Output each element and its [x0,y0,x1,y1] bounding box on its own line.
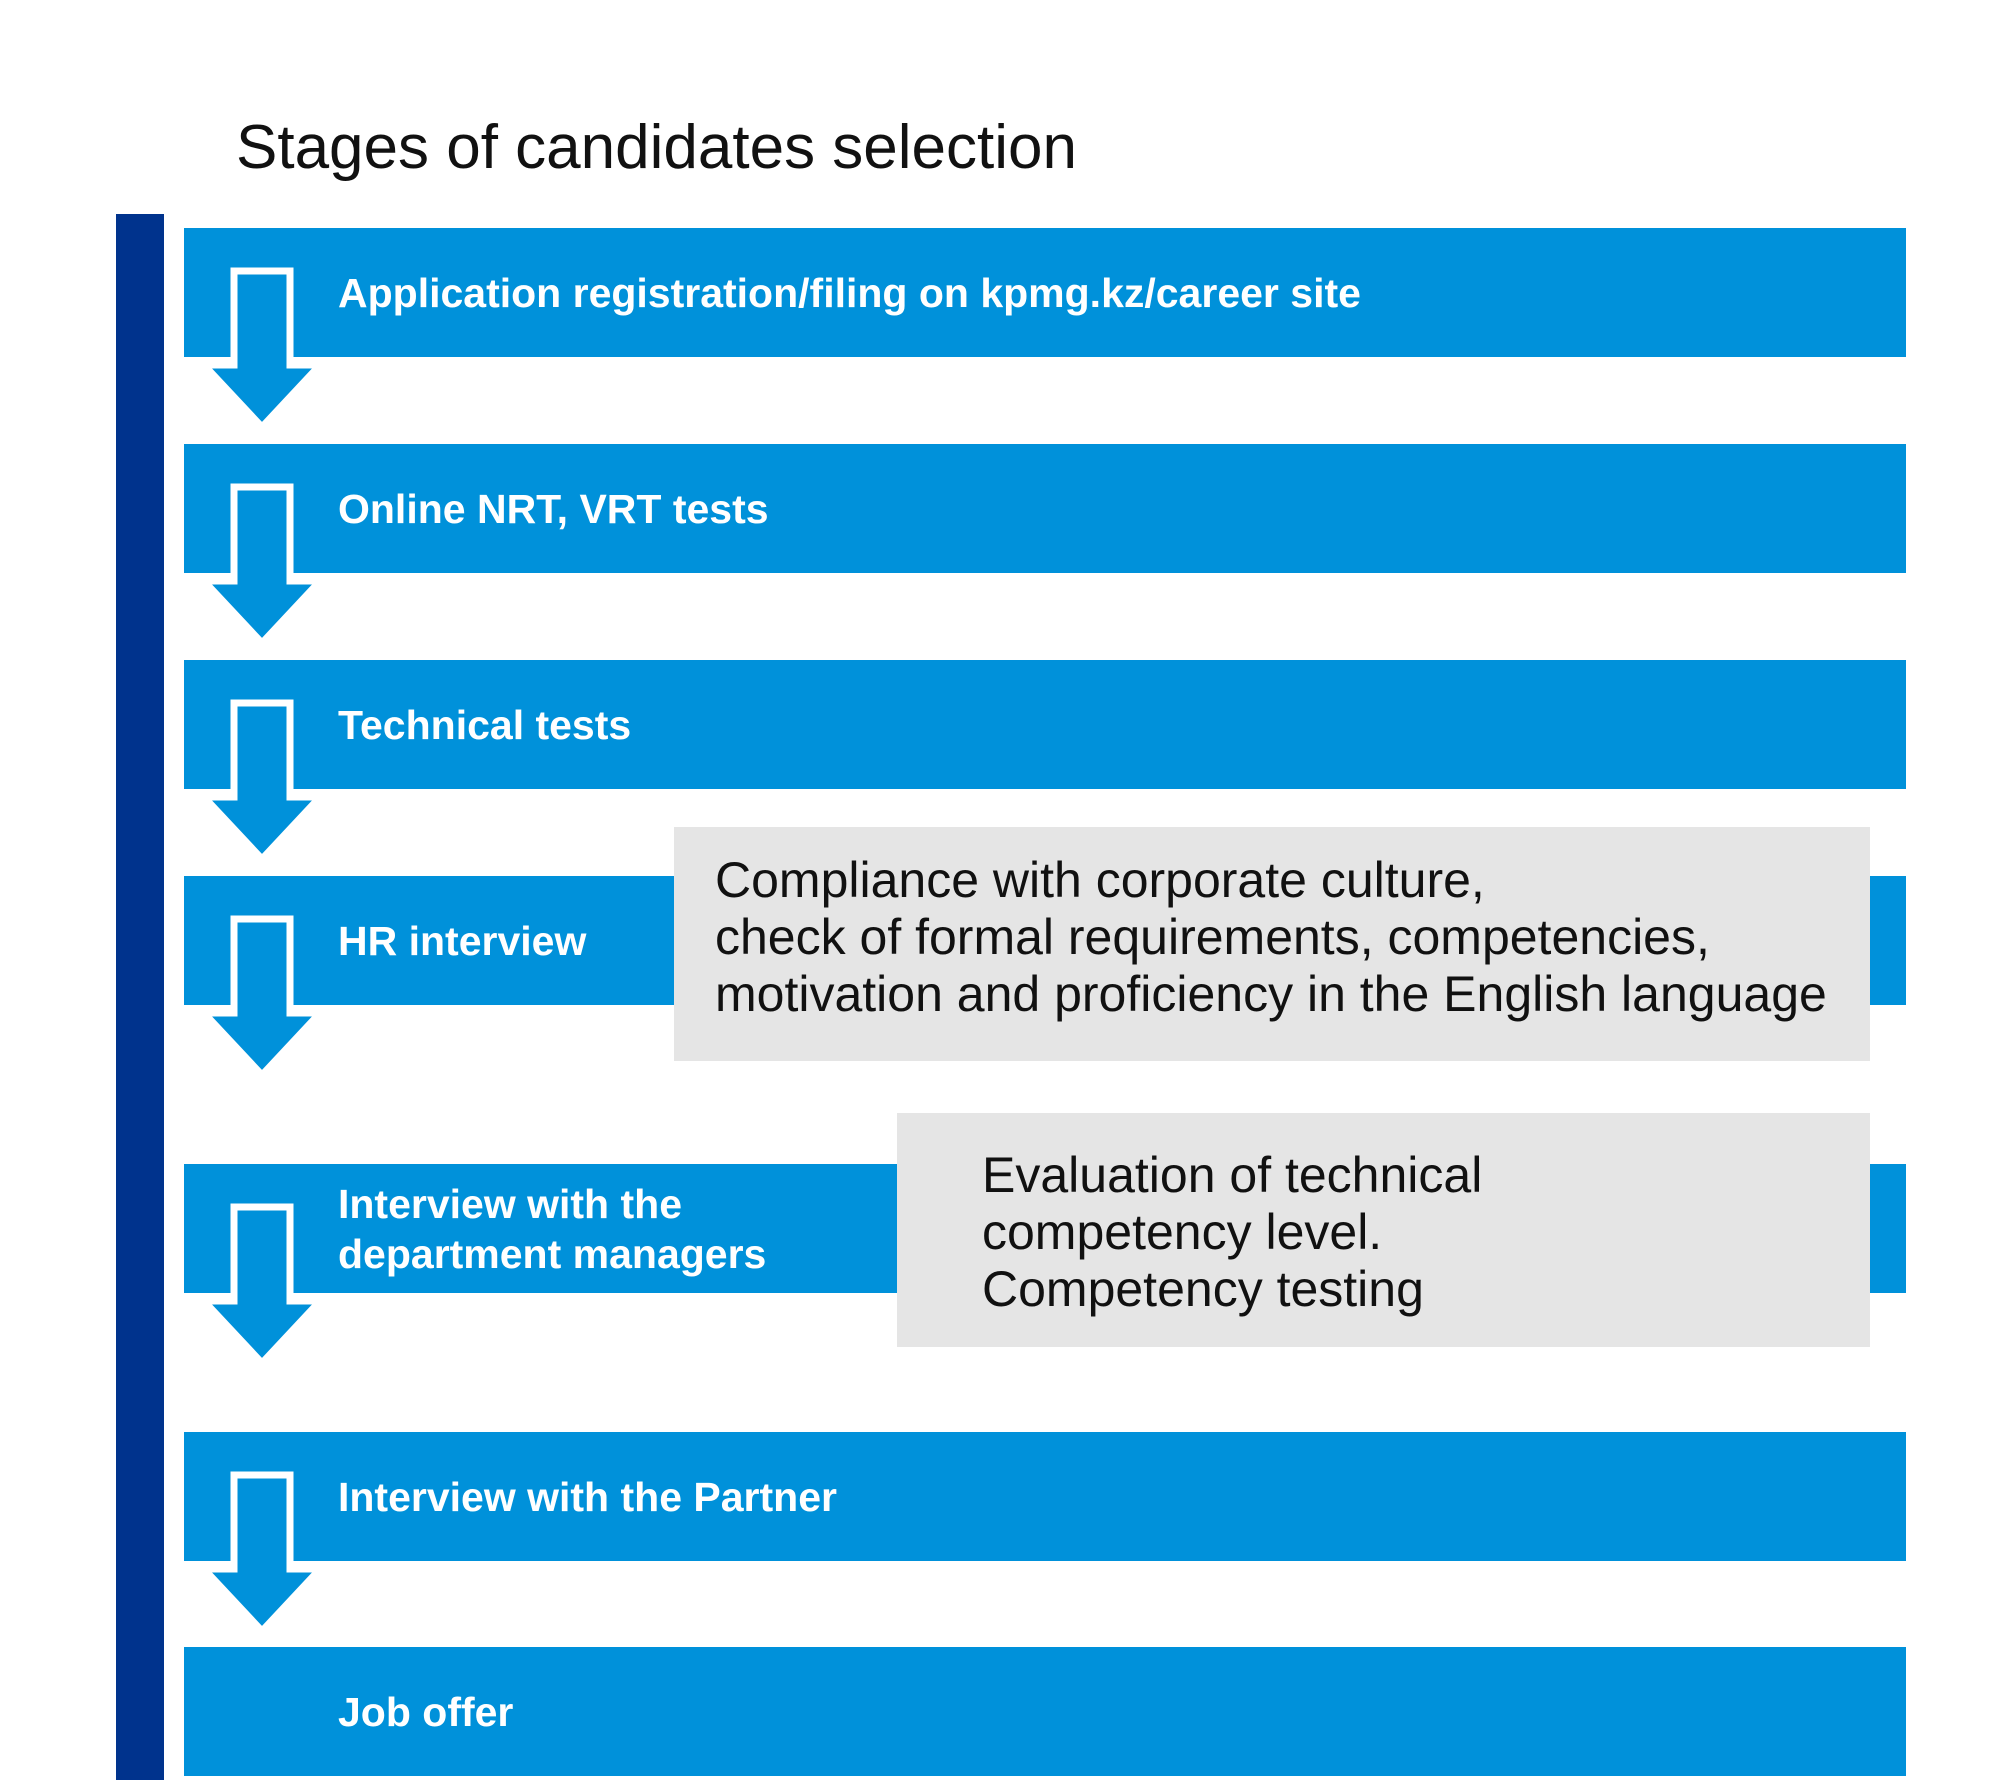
note-line: competency level. [982,1204,1383,1260]
diagram-title: Stages of candidates selection [236,113,1077,182]
stage-label: Application registration/filing on kpmg.… [338,269,1361,316]
stage-bar-job-offer: Job offer [184,1647,1906,1776]
stage-label-line: department managers [338,1230,767,1277]
down-arrow-icon [204,1471,324,1637]
sidebar-bar [116,214,164,1780]
note-line: Compliance with corporate culture, [715,852,1485,908]
note-hr-interview: Compliance with corporate culture, check… [674,827,1870,1061]
stage-bar-application: Application registration/filing on kpmg.… [184,228,1906,357]
stage-label: Interview with the Partner [338,1473,837,1520]
stage-bar-technical-tests: Technical tests [184,660,1906,789]
stage-label-line: Interview with the [338,1180,682,1227]
stage-label: Technical tests [338,701,632,748]
note-line: Evaluation of technical [982,1147,1483,1203]
stage-bar-partner-interview: Interview with the Partner [184,1432,1906,1561]
note-line: check of formal requirements, competenci… [715,909,1710,965]
down-arrow-icon [204,483,324,649]
note-line: Competency testing [982,1261,1424,1317]
down-arrow-icon [204,1203,324,1369]
note-department-interview: Evaluation of technical competency level… [897,1113,1870,1347]
stage-label: HR interview [338,917,587,964]
down-arrow-icon [204,915,324,1081]
stage-bar-online-tests: Online NRT, VRT tests [184,444,1906,573]
down-arrow-icon [204,699,324,865]
note-line: motivation and proficiency in the Englis… [715,966,1827,1022]
stage-label: Job offer [338,1688,514,1735]
stage-label: Online NRT, VRT tests [338,485,769,532]
stage-label: Interview with the department managers [338,1164,766,1293]
down-arrow-icon [204,267,324,433]
